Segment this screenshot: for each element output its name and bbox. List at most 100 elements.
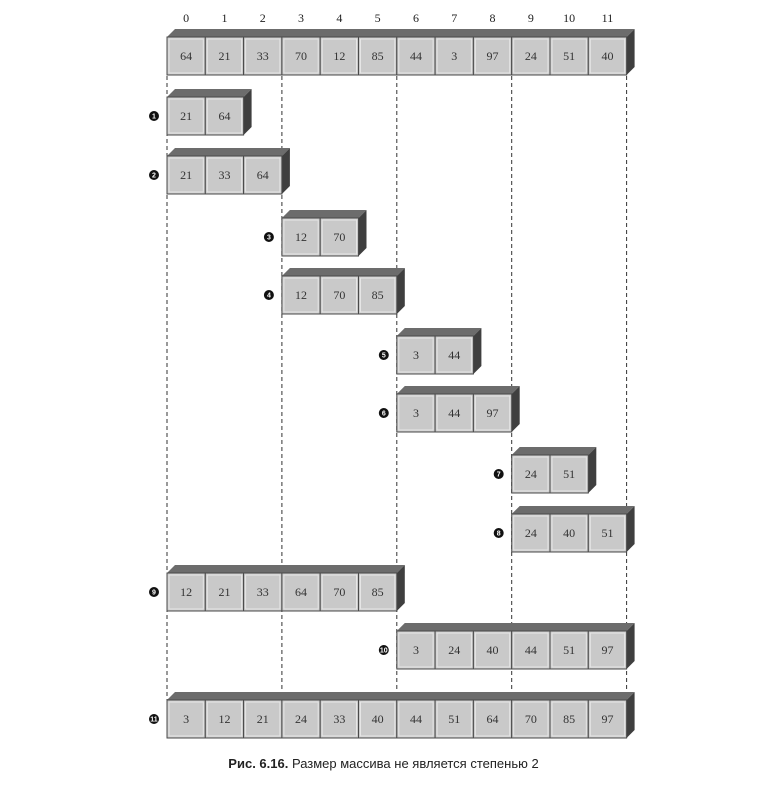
index-label: 8 (490, 11, 496, 25)
array-cell (587, 513, 628, 553)
cell-value: 64 (218, 109, 230, 123)
cell-highlight (398, 395, 434, 431)
cell-value: 40 (563, 526, 575, 540)
cell-value: 24 (525, 49, 537, 63)
cell-highlight (436, 632, 472, 668)
cell-value: 44 (410, 49, 422, 63)
cell-highlight (283, 277, 319, 313)
cell-value: 70 (333, 585, 345, 599)
cell-value: 12 (333, 49, 345, 63)
cell-highlight (398, 632, 434, 668)
cell-highlight (283, 219, 319, 255)
array-cell (281, 36, 321, 76)
row-side-face (281, 148, 290, 194)
cell-value: 70 (295, 49, 307, 63)
cell-value: 24 (295, 712, 307, 726)
array-cell (587, 699, 628, 739)
cell-value: 33 (218, 168, 230, 182)
step-marker (378, 645, 389, 655)
cell-value: 51 (601, 526, 613, 540)
row-side-face (626, 623, 635, 669)
cell-highlight (551, 701, 587, 737)
array-cell (472, 393, 513, 433)
cell-highlight (283, 574, 319, 610)
row-top-face (396, 386, 520, 394)
row-side-face (626, 29, 635, 75)
cell-highlight (168, 157, 204, 193)
cell-highlight (474, 701, 511, 737)
array-cell (511, 513, 551, 553)
cell-highlight (168, 701, 204, 737)
array-cell (319, 36, 360, 76)
cell-value: 40 (372, 712, 384, 726)
array-cell (472, 699, 513, 739)
row-top-face (167, 89, 252, 97)
cell-highlight (245, 574, 281, 610)
array-cell (434, 393, 474, 433)
cell-highlight (206, 701, 243, 737)
cell-value: 85 (372, 585, 384, 599)
cell-value: 64 (487, 712, 499, 726)
row-side-face (511, 386, 520, 432)
step-number: 10 (380, 648, 388, 655)
step-number: 9 (152, 590, 156, 597)
cell-highlight (551, 38, 587, 74)
cell-highlight (589, 38, 626, 74)
array-cell (281, 275, 321, 315)
array-cell (281, 699, 321, 739)
cell-value: 70 (525, 712, 537, 726)
cell-value: 21 (218, 585, 230, 599)
index-label: 4 (336, 11, 342, 25)
row-top-face (511, 506, 635, 514)
array-cell (243, 155, 283, 195)
step-marker (149, 111, 159, 121)
step-number: 1 (152, 114, 156, 121)
cell-value: 12 (295, 230, 307, 244)
cell-value: 97 (601, 643, 613, 657)
cell-value: 33 (333, 712, 345, 726)
array-cell (549, 513, 589, 553)
cell-value: 85 (372, 288, 384, 302)
row-top-face (511, 447, 597, 455)
step-number: 5 (382, 353, 386, 360)
cell-highlight (551, 456, 587, 492)
cell-highlight (360, 701, 396, 737)
cell-value: 24 (525, 467, 537, 481)
cell-value: 97 (487, 406, 499, 420)
row-side-face (396, 268, 405, 314)
step-marker (378, 408, 389, 418)
index-label: 3 (298, 11, 304, 25)
caption-text: Размер массива не является степенью 2 (291, 756, 539, 771)
step-marker (263, 290, 274, 300)
cell-value: 3 (183, 712, 189, 726)
cell-highlight (474, 395, 511, 431)
cell-value: 70 (333, 288, 345, 302)
index-label: 6 (413, 11, 419, 25)
row-side-face (243, 89, 252, 135)
cell-highlight (513, 38, 549, 74)
cell-value: 40 (487, 643, 499, 657)
cell-highlight (436, 38, 472, 74)
step-marker (378, 350, 389, 360)
array-cell (396, 699, 436, 739)
row-top-face (396, 328, 482, 336)
cell-highlight (321, 38, 358, 74)
index-label: 0 (183, 11, 189, 25)
cell-value: 21 (180, 168, 192, 182)
cell-value: 12 (218, 712, 230, 726)
index-label: 10 (563, 11, 575, 25)
cell-value: 97 (487, 49, 499, 63)
cell-value: 44 (448, 406, 460, 420)
array-cell (549, 699, 589, 739)
array-cell (166, 96, 206, 136)
cell-value: 3 (413, 643, 419, 657)
cell-value: 24 (448, 643, 460, 657)
step-marker (149, 587, 159, 597)
